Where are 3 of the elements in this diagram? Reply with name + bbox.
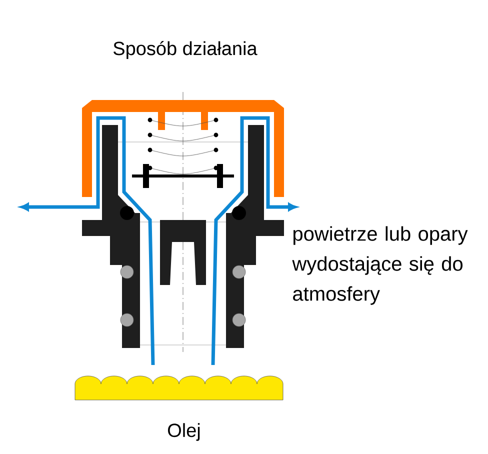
title: Sposób działania xyxy=(114,41,258,59)
annotation: Olej xyxy=(168,423,200,441)
annotation: powietrze lub opary wydostające się do atmosfery xyxy=(292,226,468,305)
